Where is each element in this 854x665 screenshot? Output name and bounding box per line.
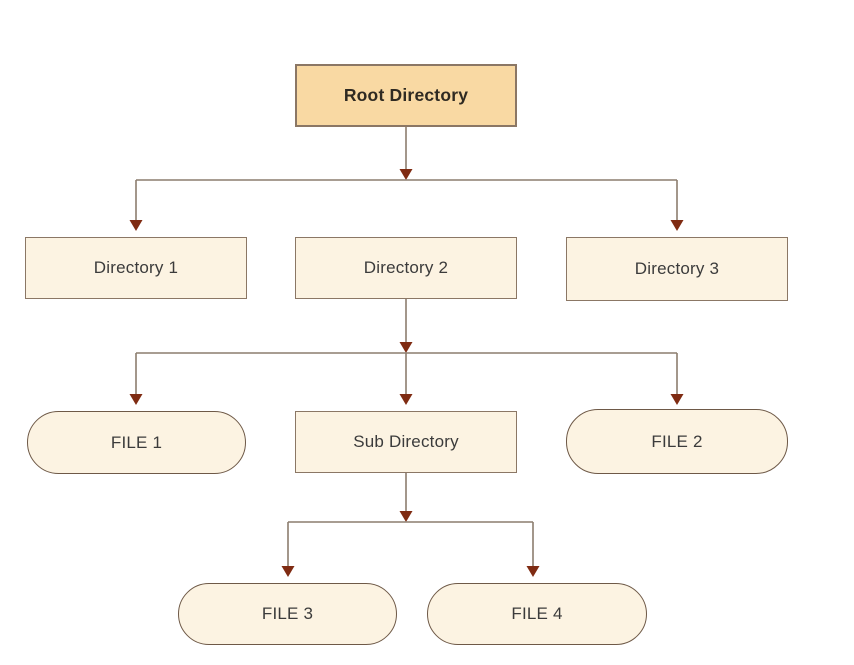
arrowhead-icon	[399, 511, 413, 522]
node-file-1: FILE 1	[27, 411, 246, 474]
arrowhead-icon	[399, 169, 413, 180]
arrowhead-icon	[129, 394, 143, 405]
node-directory-1: Directory 1	[25, 237, 247, 299]
node-directory-2: Directory 2	[295, 237, 517, 299]
arrowhead-icon	[281, 566, 295, 577]
node-file-3: FILE 3	[178, 583, 397, 645]
arrowhead-icon	[526, 566, 540, 577]
arrowhead-icon	[129, 220, 143, 231]
arrowhead-icon	[670, 394, 684, 405]
node-file-4: FILE 4	[427, 583, 647, 645]
arrowhead-icon	[399, 342, 413, 353]
arrowhead-icon	[399, 394, 413, 405]
node-file-2: FILE 2	[566, 409, 788, 474]
node-root-directory: Root Directory	[295, 64, 517, 127]
node-sub-directory: Sub Directory	[295, 411, 517, 473]
node-directory-3: Directory 3	[566, 237, 788, 301]
arrowhead-icon	[670, 220, 684, 231]
